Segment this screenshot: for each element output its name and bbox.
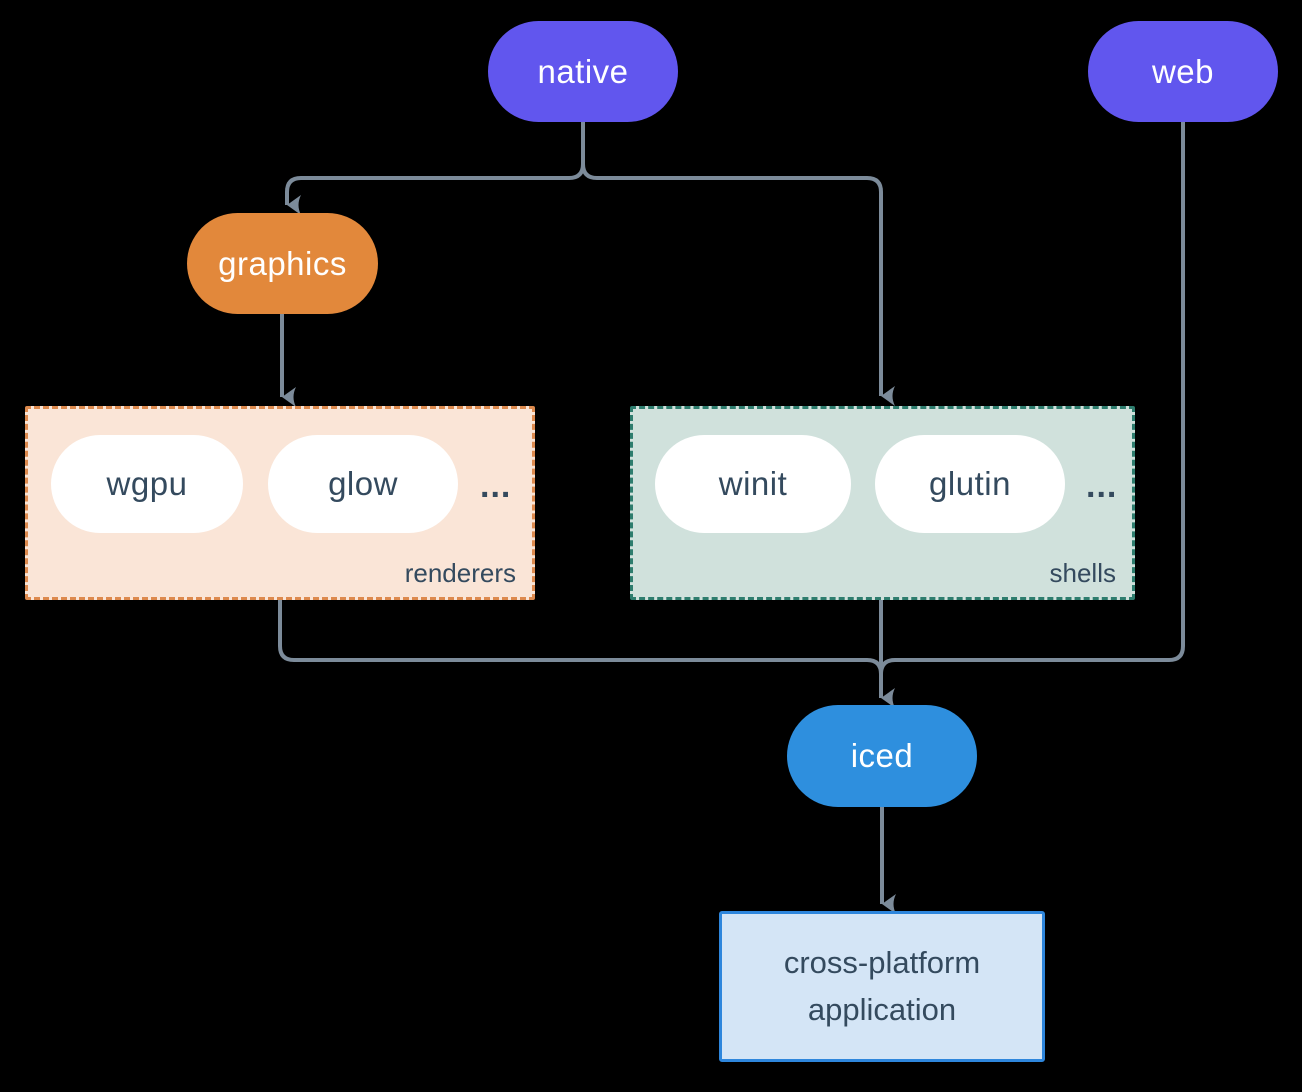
node-glutin-label: glutin <box>929 465 1011 502</box>
node-web-label: web <box>1151 52 1215 90</box>
node-wgpu-label: wgpu <box>106 465 188 502</box>
node-native-label: native <box>537 52 629 90</box>
node-glutin: glutin <box>875 435 1065 533</box>
shells-group-label: shells <box>1049 558 1116 588</box>
renderers-group-label: renderers <box>404 558 516 588</box>
node-native: native <box>488 21 678 122</box>
node-iced-label: iced <box>850 737 914 774</box>
group-renderers: wgpu glow ... renderers <box>25 406 535 600</box>
node-web: web <box>1088 21 1278 122</box>
edge-native-to-shells <box>581 122 895 406</box>
shells-ellipsis: ... <box>1086 467 1118 505</box>
node-wgpu: wgpu <box>51 435 243 533</box>
group-shells: winit glutin ... shells <box>630 406 1135 600</box>
application-label-line2: application <box>807 991 957 1027</box>
application-label-line1: cross-platform <box>783 945 981 980</box>
edge-group <box>278 122 1185 914</box>
edge-renderers-to-merge <box>278 600 883 675</box>
node-iced: iced <box>787 705 977 807</box>
renderers-ellipsis: ... <box>480 467 512 505</box>
node-winit: winit <box>655 435 851 533</box>
node-glow-label: glow <box>328 465 398 502</box>
node-graphics-label: graphics <box>218 244 347 282</box>
node-cross-platform-application: cross-platform application <box>719 911 1045 1062</box>
node-winit-label: winit <box>718 465 788 502</box>
node-glow: glow <box>268 435 458 533</box>
node-graphics: graphics <box>187 213 378 314</box>
edge-native-to-graphics <box>285 122 585 215</box>
